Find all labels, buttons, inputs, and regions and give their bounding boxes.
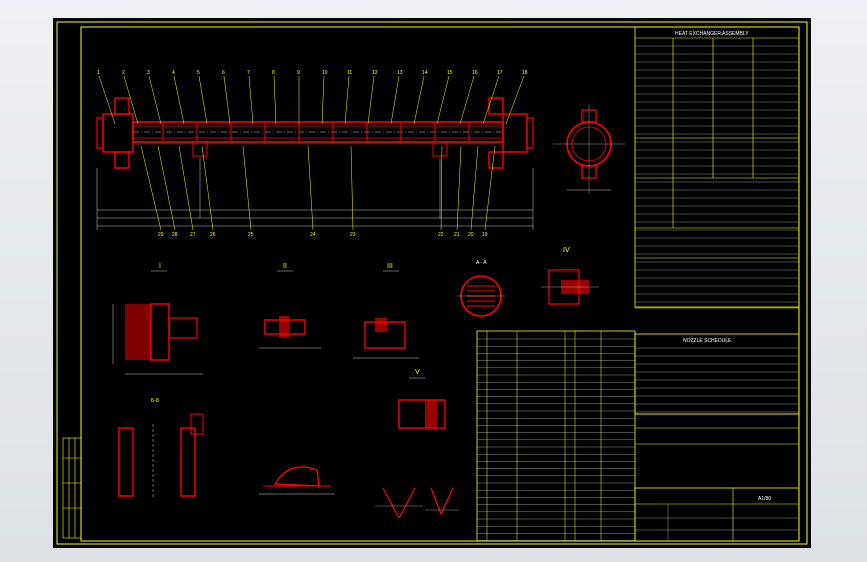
position-label: 3 xyxy=(147,70,150,76)
detail-ii-label: II xyxy=(283,263,287,270)
position-label: 29 xyxy=(158,232,164,238)
position-label: 18 xyxy=(522,70,528,76)
position-label: 24 xyxy=(310,232,316,238)
support-detail xyxy=(259,466,335,495)
position-label: 7 xyxy=(247,70,250,76)
position-label: 4 xyxy=(172,70,175,76)
position-label: 19 xyxy=(482,232,488,238)
drawing-sheet: HEAT EXCHANGER ASSEMBLY NOZZ xyxy=(56,21,808,545)
detail-iv: IV xyxy=(541,247,599,305)
parts-list xyxy=(476,330,636,542)
detail-v-label: V xyxy=(415,369,420,376)
section-bb: Б-Б xyxy=(118,398,204,498)
drawing-canvas[interactable]: HEAT EXCHANGER ASSEMBLY NOZZ xyxy=(53,18,811,548)
position-label: 11 xyxy=(347,70,352,76)
sheet-border-outer xyxy=(56,21,808,545)
position-label: 14 xyxy=(422,70,428,76)
title-block: A1/80 xyxy=(634,487,800,542)
position-label: 20 xyxy=(468,232,474,238)
detail-iv-label: IV xyxy=(563,247,570,254)
detail-iii: III xyxy=(353,263,419,359)
position-label: 23 xyxy=(350,232,356,238)
spec-table: HEAT EXCHANGER ASSEMBLY xyxy=(634,26,800,309)
detail-v: V xyxy=(398,369,446,429)
position-label: 10 xyxy=(322,70,328,76)
weld-detail-right xyxy=(425,487,459,515)
position-label: 8 xyxy=(272,70,275,76)
detail-iii-label: III xyxy=(387,263,393,270)
weld-detail-left xyxy=(375,487,423,519)
position-label: 15 xyxy=(447,70,453,76)
sheet-border-inner xyxy=(80,26,800,542)
position-label: 25 xyxy=(248,232,254,238)
position-label: 16 xyxy=(472,70,478,76)
detail-i: I xyxy=(112,263,203,375)
position-label: 21 xyxy=(454,232,460,238)
position-label: 1 xyxy=(97,70,100,76)
section-bb-label: Б-Б xyxy=(151,398,160,404)
end-view xyxy=(553,104,625,194)
sheet-title: HEAT EXCHANGER ASSEMBLY xyxy=(675,31,749,37)
position-label: 2 xyxy=(122,70,125,76)
detail-ii: II xyxy=(259,263,321,349)
binding-strip xyxy=(62,437,82,539)
position-label: 12 xyxy=(372,70,378,76)
position-label: 5 xyxy=(197,70,200,76)
position-label: 6 xyxy=(222,70,225,76)
nozzle-schedule-title: NOZZLE SCHEDULE xyxy=(683,338,732,344)
position-label: 13 xyxy=(397,70,403,76)
nozzle-schedule: NOZZLE SCHEDULE xyxy=(634,333,800,445)
detail-i-label: I xyxy=(159,263,161,270)
position-label: 9 xyxy=(297,70,300,76)
section-aa-label: A - A xyxy=(476,260,487,266)
section-aa: A - A xyxy=(457,260,505,317)
position-label: 26 xyxy=(210,232,216,238)
position-label: 22 xyxy=(438,232,444,238)
position-label: 17 xyxy=(497,70,503,76)
position-label: 27 xyxy=(190,232,196,238)
position-label: 28 xyxy=(172,232,178,238)
format-label: A1/80 xyxy=(758,496,771,502)
